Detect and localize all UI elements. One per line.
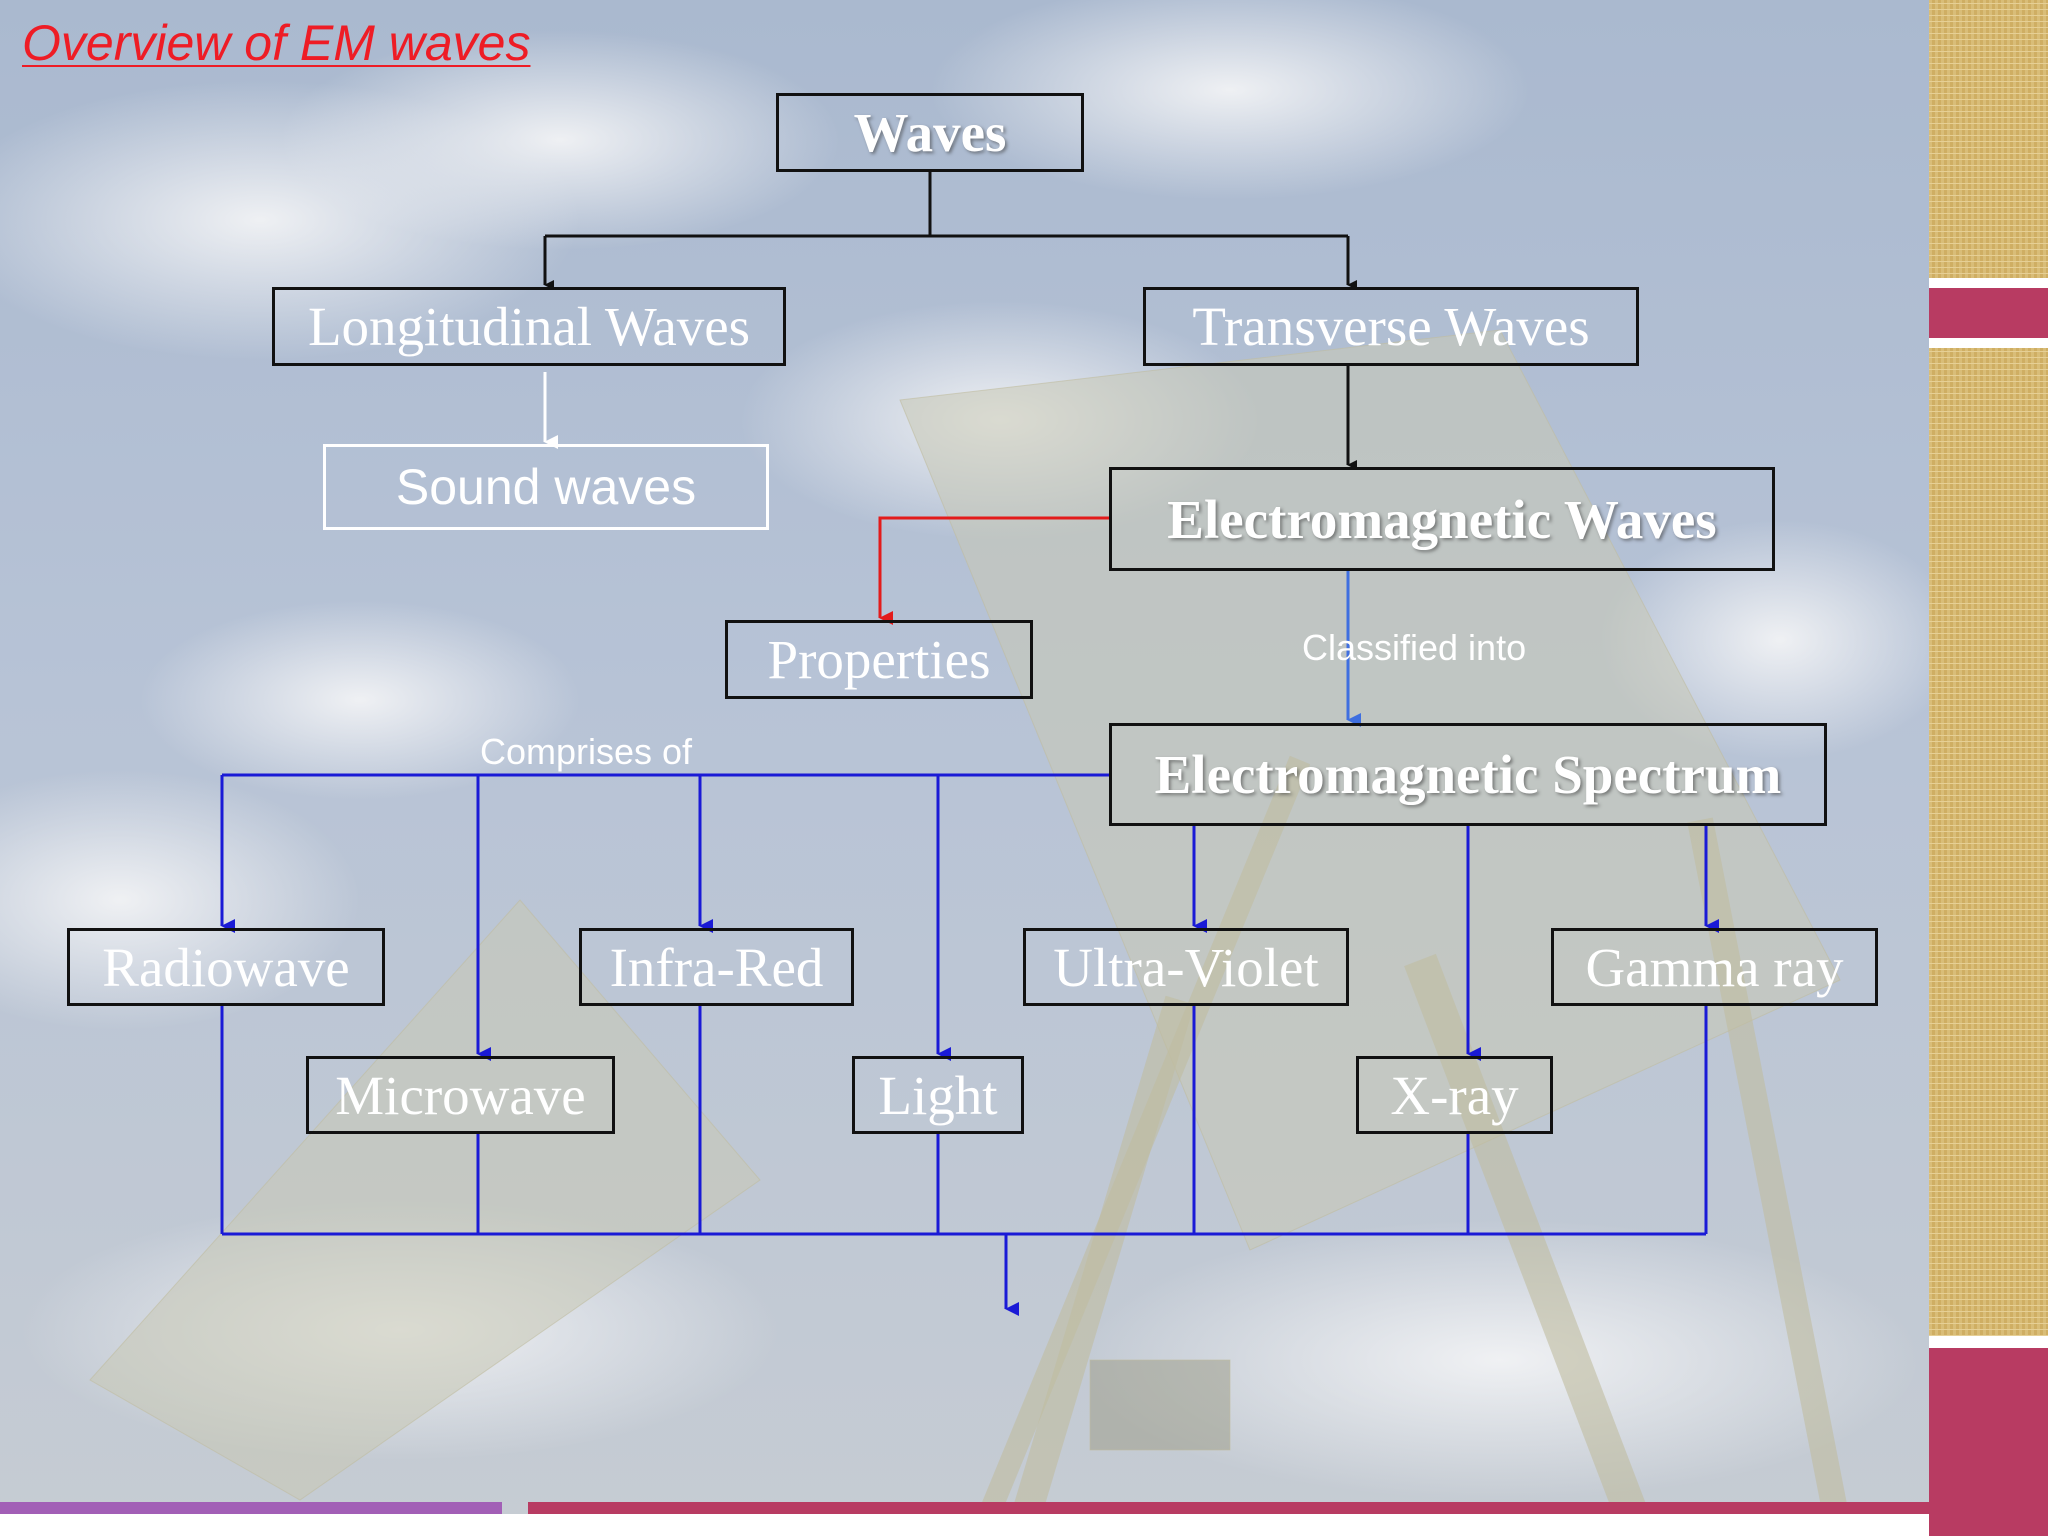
node-transverse-waves: Transverse Waves xyxy=(1143,287,1639,366)
footer-strip xyxy=(0,1514,1929,1536)
footer-bar-right xyxy=(528,1502,1929,1514)
node-microwave: Microwave xyxy=(306,1056,615,1134)
slide-title: Overview of EM waves xyxy=(22,15,531,71)
node-electromagnetic-waves: Electromagnetic Waves xyxy=(1109,467,1775,571)
node-ultra-violet: Ultra-Violet xyxy=(1023,928,1349,1006)
label-classified-into: Classified into xyxy=(1302,627,1527,668)
node-infra-red: Infra-Red xyxy=(579,928,854,1006)
label-comprises-of: Comprises of xyxy=(480,731,693,772)
sidebar-decoration xyxy=(1929,0,2048,1536)
node-electromagnetic-spectrum: Electromagnetic Spectrum xyxy=(1109,723,1827,826)
node-longitudinal-waves: Longitudinal Waves xyxy=(272,287,786,366)
node-radiowave: Radiowave xyxy=(67,928,385,1006)
node-light: Light xyxy=(852,1056,1024,1134)
connector-em-to-properties xyxy=(878,516,1109,625)
footer-bar-left xyxy=(0,1502,502,1514)
node-gamma-ray: Gamma ray xyxy=(1551,928,1878,1006)
node-waves: Waves xyxy=(776,93,1084,172)
antenna-silhouette xyxy=(89,329,1853,1536)
node-properties: Properties xyxy=(725,620,1033,699)
node-x-ray: X-ray xyxy=(1356,1056,1553,1134)
node-sound-waves: Sound waves xyxy=(323,444,769,530)
